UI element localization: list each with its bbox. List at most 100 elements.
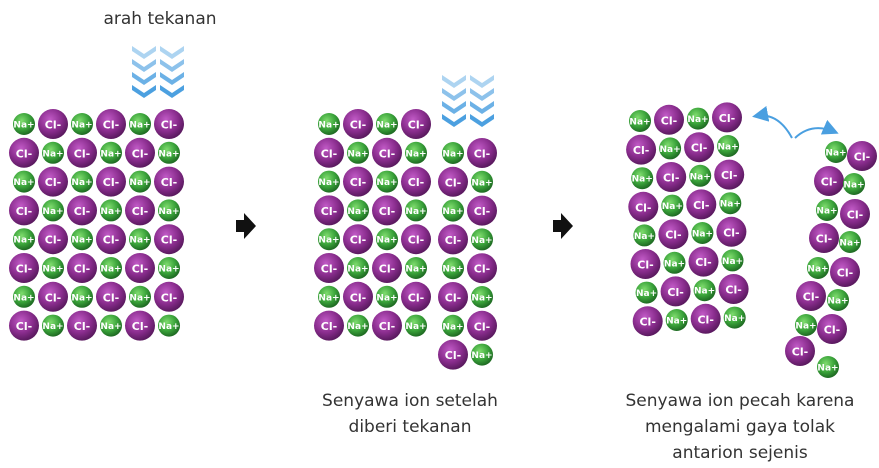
chloride-ion: Cl- — [343, 224, 373, 255]
sodium-ion-label: Na+ — [318, 178, 339, 188]
chloride-ion-label: Cl- — [792, 346, 808, 359]
sodium-ion-label: Na+ — [471, 351, 492, 361]
chloride-ion-label: Cl- — [408, 291, 424, 304]
sodium-ion: Na+ — [13, 170, 35, 193]
chloride-ion-label: Cl- — [132, 205, 148, 218]
chloride-ion-label: Cl- — [379, 263, 395, 276]
sodium-ion-label: Na+ — [816, 207, 837, 217]
caption-broken-line-2: mengalami gaya tolak — [645, 417, 835, 437]
chloride-ion: Cl- — [796, 281, 826, 311]
chloride-ion: Cl- — [343, 166, 373, 197]
sodium-ion-label: Na+ — [662, 202, 683, 212]
chloride-ion: Cl- — [38, 224, 68, 255]
sodium-ion: Na+ — [129, 228, 151, 251]
chloride-ion: Cl- — [658, 219, 689, 250]
chloride-ion: Cl- — [154, 224, 184, 255]
chloride-ion: Cl- — [401, 224, 431, 255]
chloride-ion-label: Cl- — [45, 176, 61, 189]
caption-broken-lattice: Senyawa ion pecah karena mengalami gaya … — [610, 388, 870, 466]
pressure-direction-label: arah tekanan — [103, 9, 217, 29]
sodium-ion-label: Na+ — [632, 175, 653, 185]
chloride-ion-label: Cl- — [74, 147, 90, 160]
chloride-ion: Cl- — [9, 310, 39, 341]
sodium-ion-label: Na+ — [100, 322, 121, 332]
chloride-ion: Cl- — [632, 306, 663, 337]
chloride-ion: Cl- — [38, 109, 68, 139]
chloride-ion-label: Cl- — [16, 263, 32, 276]
chloride-ion: Cl- — [656, 162, 687, 192]
sodium-ion: Na+ — [442, 142, 464, 164]
sodium-ion-label: Na+ — [376, 293, 397, 303]
chloride-ion-label: Cl- — [474, 148, 490, 161]
sodium-ion: Na+ — [825, 141, 847, 163]
sodium-ion-label: Na+ — [158, 265, 179, 275]
sodium-ion: Na+ — [405, 257, 427, 279]
chevron-down-icon — [442, 114, 466, 127]
chloride-ion-label: Cl- — [45, 291, 61, 304]
sodium-ion-label: Na+ — [442, 150, 463, 160]
chloride-ion-label: Cl- — [663, 172, 679, 185]
chloride-ion-label: Cl- — [816, 233, 832, 246]
chloride-ion: Cl- — [847, 141, 877, 171]
chloride-ion-label: Cl- — [379, 205, 395, 218]
sodium-ion-label: Na+ — [158, 207, 179, 217]
chloride-ion: Cl- — [67, 310, 97, 341]
chloride-ion: Cl- — [628, 191, 659, 222]
chloride-ion-label: Cl- — [408, 176, 424, 189]
chloride-ion: Cl- — [684, 132, 715, 163]
sodium-ion-label: Na+ — [634, 232, 655, 242]
chloride-ion: Cl- — [467, 310, 497, 341]
chloride-ion: Cl- — [401, 281, 431, 312]
chloride-ion-label: Cl- — [74, 320, 90, 333]
sodium-ion-label: Na+ — [129, 178, 150, 188]
sodium-ion: Na+ — [376, 170, 398, 193]
sodium-ion-label: Na+ — [318, 121, 339, 131]
sodium-ion-label: Na+ — [13, 293, 34, 303]
chloride-ion: Cl- — [67, 195, 97, 226]
sodium-ion: Na+ — [405, 314, 427, 337]
chloride-ion-label: Cl- — [350, 176, 366, 189]
sodium-ion: Na+ — [635, 281, 658, 304]
chloride-ion: Cl- — [809, 223, 839, 253]
sodium-ion-label: Na+ — [376, 236, 397, 246]
sodium-ion-label: Na+ — [690, 172, 711, 182]
sodium-ion-label: Na+ — [795, 322, 816, 332]
chloride-ion: Cl- — [714, 159, 745, 190]
chloride-ion-label: Cl- — [847, 209, 863, 222]
sodium-ion: Na+ — [442, 199, 464, 222]
chevron-down-icon — [160, 59, 184, 72]
chloride-ion: Cl- — [467, 253, 497, 284]
sodium-ion-label: Na+ — [825, 149, 846, 159]
chloride-ion: Cl- — [314, 195, 344, 226]
sodium-ion-label: Na+ — [720, 200, 741, 210]
sodium-ion: Na+ — [827, 289, 849, 311]
chloride-ion-label: Cl- — [103, 176, 119, 189]
chloride-ion: Cl- — [96, 166, 126, 197]
chevron-down-icon — [442, 88, 466, 101]
chevron-down-icon — [160, 72, 184, 85]
chevron-down-icon — [470, 101, 494, 114]
chloride-ion-label: Cl- — [445, 349, 461, 362]
sodium-ion-label: Na+ — [687, 115, 708, 125]
chloride-ion: Cl- — [660, 276, 691, 307]
chloride-ion: Cl- — [686, 189, 717, 220]
chevron-down-icon — [470, 75, 494, 88]
sodium-ion-label: Na+ — [71, 121, 92, 131]
chloride-ion: Cl- — [401, 166, 431, 197]
chloride-ion: Cl- — [716, 216, 747, 247]
chloride-ion: Cl- — [438, 282, 468, 312]
chloride-ion: Cl- — [630, 249, 661, 279]
caption-broken-line-1: Senyawa ion pecah karena — [625, 391, 855, 411]
sodium-ion-label: Na+ — [666, 317, 687, 327]
chloride-ion-label: Cl- — [639, 316, 655, 329]
sodium-ion: Na+ — [347, 257, 369, 279]
sodium-ion: Na+ — [719, 192, 742, 215]
pressure-arrows-1 — [132, 46, 184, 98]
sodium-ion: Na+ — [347, 314, 369, 337]
sodium-ion-label: Na+ — [129, 121, 150, 131]
chloride-ion-label: Cl- — [350, 291, 366, 304]
chloride-ion: Cl- — [817, 314, 847, 344]
sodium-ion: Na+ — [376, 228, 398, 251]
sodium-ion: Na+ — [158, 257, 180, 279]
